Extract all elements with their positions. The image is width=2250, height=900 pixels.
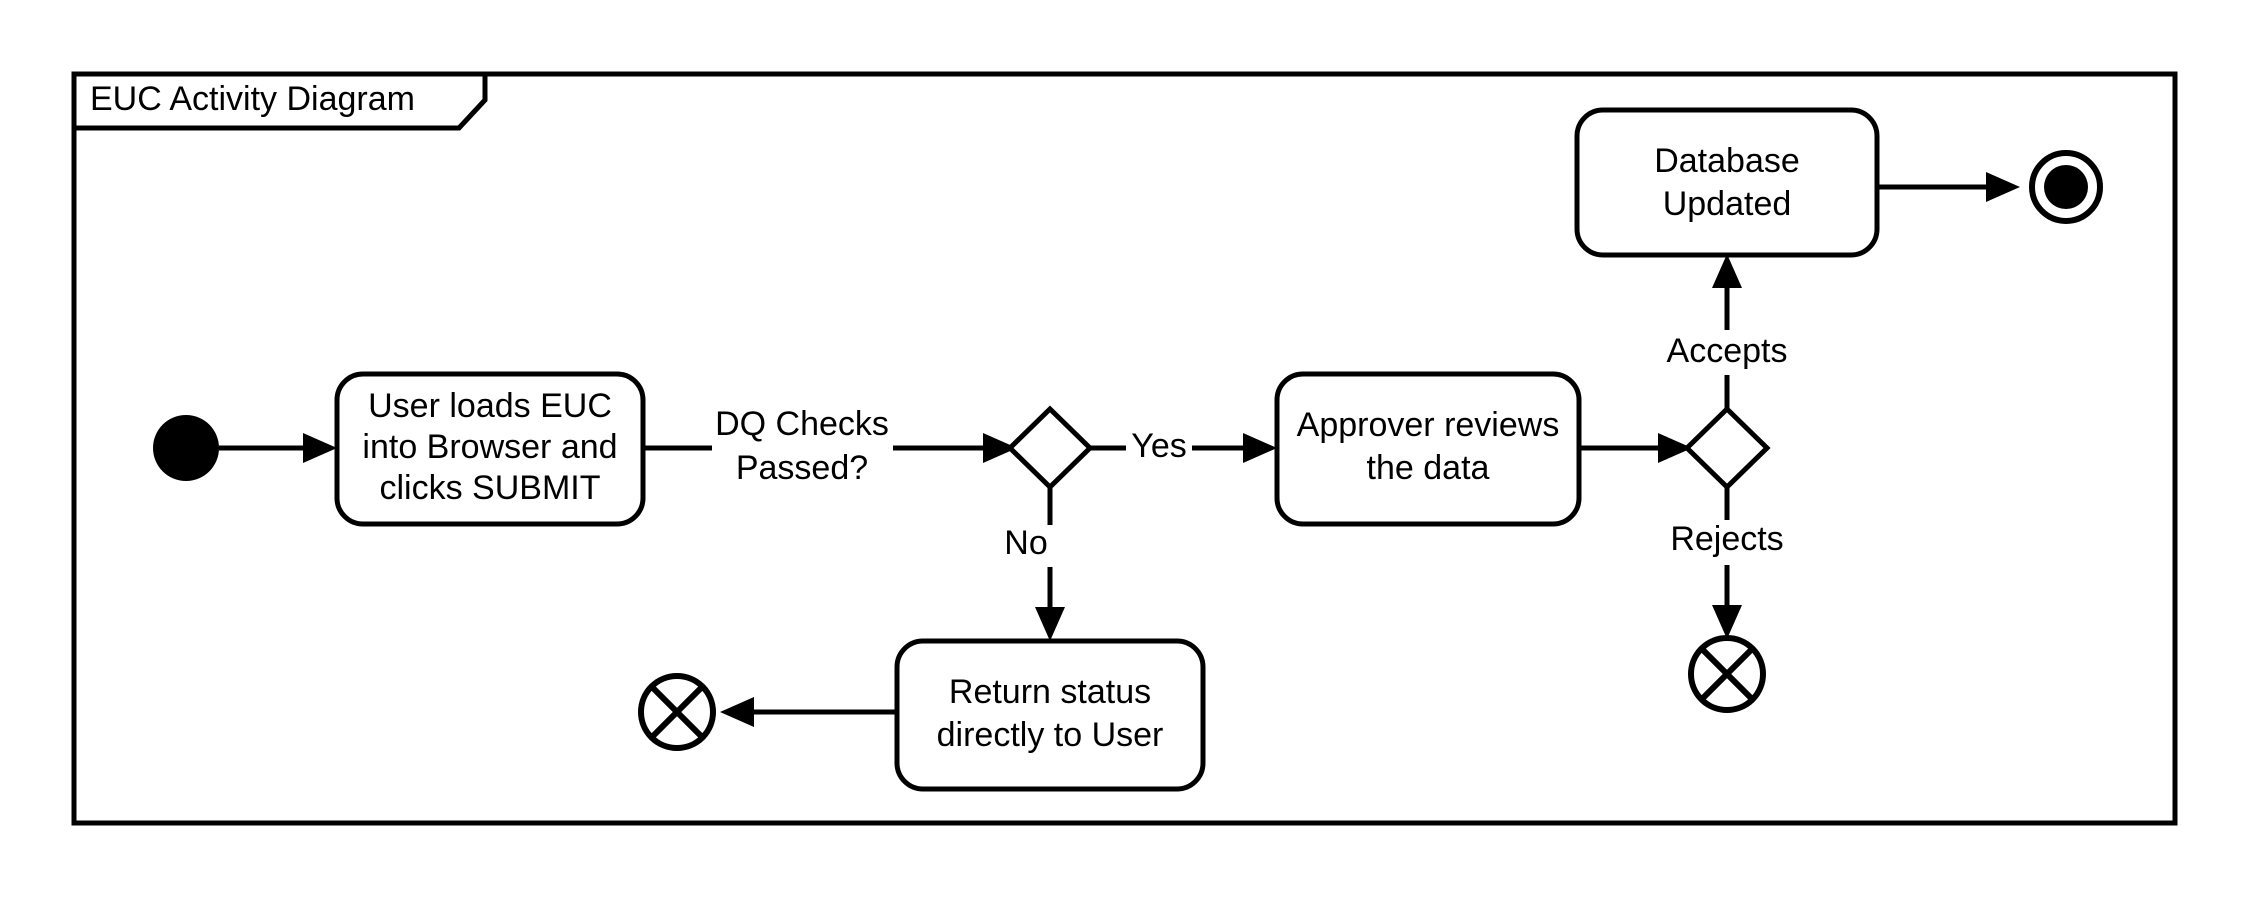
edge-label-accepts: Accepts	[1667, 332, 1788, 370]
frame-title: EUC Activity Diagram	[90, 80, 415, 118]
action-node-database-updated-line1: Database	[1654, 142, 1800, 180]
flow-final-node-user-cross-b	[648, 683, 706, 741]
arrowhead-approval-to-flowfinal	[1712, 605, 1742, 639]
arrowhead-dq-to-review	[1243, 433, 1277, 463]
diagram-frame	[71, 71, 2178, 826]
edge-label-no: No	[1004, 524, 1047, 562]
arrowhead-approval-to-db	[1712, 254, 1742, 288]
decision-node-dq-checks[interactable]	[1006, 405, 1094, 491]
decision-node-approval[interactable]	[1683, 405, 1771, 491]
action-node-return-status[interactable]	[894, 638, 1206, 792]
edge-label-rejects: Rejects	[1670, 520, 1783, 558]
edge-label-dq-checks-line2: Passed?	[736, 449, 868, 487]
action-node-user-loads-euc-line3: clicks SUBMIT	[380, 469, 601, 507]
edge-label-yes: Yes	[1131, 427, 1186, 465]
arrowhead-load-to-dq	[983, 433, 1017, 463]
edge-label-dq-checks-line1: DQ Checks	[715, 405, 889, 443]
action-node-database-updated[interactable]	[1574, 107, 1880, 258]
frame-title-tab	[71, 71, 488, 131]
action-node-user-loads-euc-line1: User loads EUC	[368, 387, 612, 425]
arrowhead-return-to-flowfinal	[720, 697, 754, 727]
arrowhead-db-to-final	[1986, 172, 2020, 202]
action-node-approver-reviews-line1: Approver reviews	[1297, 406, 1560, 444]
arrowhead-review-to-approval	[1658, 433, 1692, 463]
arrowhead-dq-to-return	[1035, 607, 1065, 641]
activity-final-node-dot	[2044, 165, 2088, 209]
action-node-return-status-line2: directly to User	[937, 716, 1164, 754]
arrowhead-initial-to-load	[303, 433, 337, 463]
initial-node	[153, 415, 219, 481]
action-node-return-status-line1: Return status	[949, 673, 1151, 711]
action-node-database-updated-line2: Updated	[1663, 185, 1792, 223]
action-node-approver-reviews-line2: the data	[1367, 449, 1490, 487]
flow-final-node-reject-cross-b	[1698, 645, 1756, 703]
action-node-user-loads-euc-line2: into Browser and	[362, 428, 617, 466]
